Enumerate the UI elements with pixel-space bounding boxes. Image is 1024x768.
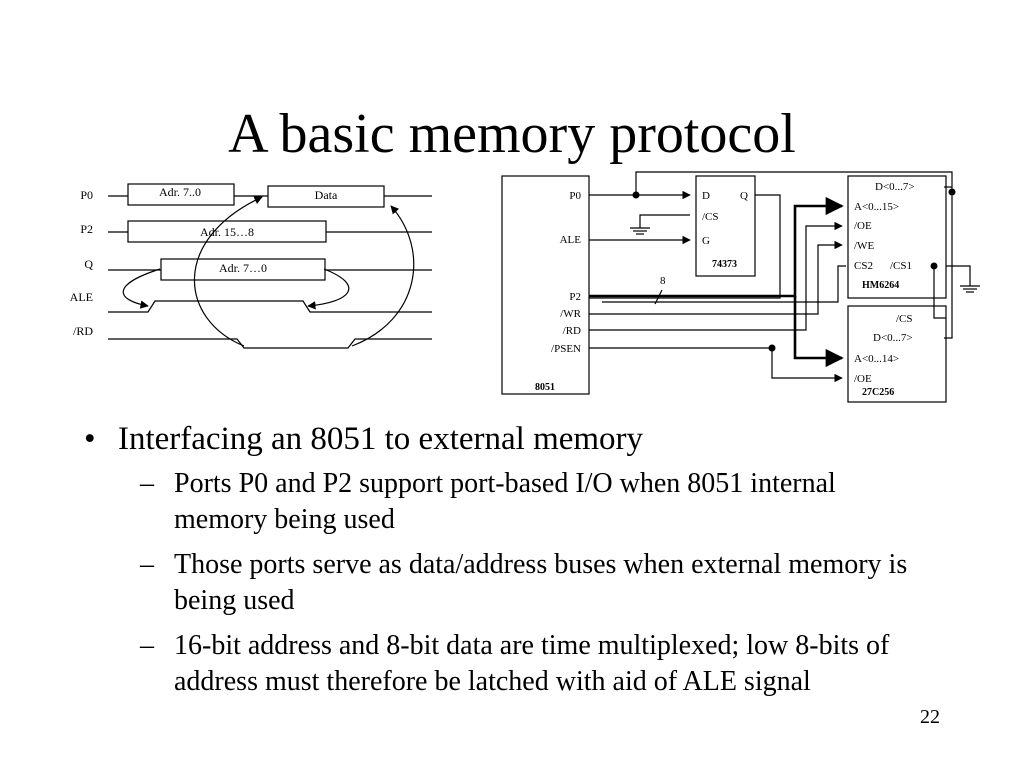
wire-address-to-ram <box>589 196 844 298</box>
pin-8051-p2: P2 <box>569 291 581 303</box>
pin-8051-psen: /PSEN <box>551 343 581 355</box>
pin-ram-address: A<0...15> <box>854 201 899 213</box>
signal-label-p0: P0 <box>80 188 93 202</box>
page-number: 22 <box>920 706 940 728</box>
timing-diagram <box>108 183 432 349</box>
pin-ram-oe: /OE <box>854 220 872 232</box>
chip-74373 <box>695 175 756 277</box>
bullet-list: • Interfacing an 8051 to external memory… <box>84 420 944 709</box>
chip-label-8051: 8051 <box>535 382 555 393</box>
pin-ram-data: D<0...7> <box>875 181 915 193</box>
bus-width-label: 8 <box>660 275 666 287</box>
pin-ram-we: /WE <box>854 240 874 252</box>
wire-address-to-rom <box>793 296 844 368</box>
signal-label-rd: /RD <box>73 324 93 338</box>
memory-diagram: P0 P2 Q ALE /RD Adr. 7..0 Data Adr. 15…8… <box>70 171 980 403</box>
sub-bullet-list: – Ports P0 and P2 support port-based I/O… <box>118 466 944 700</box>
pin-latch-q: Q <box>740 190 748 202</box>
sub-bullet-text: Ports P0 and P2 support port-based I/O w… <box>174 468 836 535</box>
p0-data-box <box>267 185 385 208</box>
arrow-rd-to-data-start <box>193 196 263 347</box>
wire-wr-to-we <box>589 240 843 315</box>
sub-bullet-text: 16-bit address and 8-bit data are time m… <box>174 630 890 697</box>
arrow-rd-to-data-end <box>351 205 415 347</box>
p0-address-box <box>127 183 235 206</box>
chip-label-hm6264: HM6264 <box>862 280 899 291</box>
chip-label-27c256: 27C256 <box>862 387 894 398</box>
pin-8051-p0: P0 <box>569 190 581 202</box>
pin-latch-d: D <box>702 190 710 202</box>
arrow-ale-latch-right <box>307 268 350 310</box>
bullet-dot-icon: • <box>84 421 96 457</box>
chip-hm6264 <box>847 175 947 299</box>
pin-rom-address: A<0...14> <box>854 353 899 365</box>
wire-data-bus <box>635 171 953 339</box>
pin-8051-ale: ALE <box>560 234 582 246</box>
junction-dots <box>632 188 956 352</box>
sub-bullet-item: – 16-bit address and 8-bit data are time… <box>130 628 934 700</box>
timing-labels: P0 P2 Q ALE /RD Adr. 7..0 Data Adr. 15…8… <box>70 185 338 338</box>
pin-rom-oe: /OE <box>854 373 872 385</box>
pin-latch-cs: /CS <box>702 211 719 223</box>
signal-label-p2: P2 <box>80 222 93 236</box>
wire-latch-q <box>589 194 781 299</box>
pin-rom-data: D<0...7> <box>873 332 913 344</box>
chip-27c256 <box>847 305 947 403</box>
chip-label-74373: 74373 <box>712 259 737 270</box>
dash-icon: – <box>140 468 154 499</box>
pin-latch-g: G <box>702 235 710 247</box>
signal-label-ale: ALE <box>70 290 93 304</box>
wire-cs2 <box>602 265 846 303</box>
wire-cs1-ground <box>946 265 971 286</box>
chip-8051 <box>501 175 590 395</box>
pin-ram-cs1: /CS1 <box>890 260 912 272</box>
bullet-text: Interfacing an 8051 to external memory <box>118 421 644 457</box>
rd-waveform <box>108 338 432 349</box>
sub-bullet-text: Those ports serve as data/address buses … <box>174 549 908 616</box>
wire-psen-to-rom-oe <box>589 347 843 383</box>
dash-icon: – <box>140 630 154 661</box>
pin-ram-cs2: CS2 <box>854 260 873 272</box>
circuit-labels: P0 ALE P2 /WR /RD /PSEN 8051 D Q /CS G 7… <box>535 181 915 398</box>
dash-icon: – <box>140 549 154 580</box>
p0-address-text: Adr. 7..0 <box>159 185 201 199</box>
pin-rom-cs: /CS <box>896 313 913 325</box>
wire-rd-to-oe <box>589 221 843 331</box>
slide-title: A basic memory protocol <box>228 103 796 165</box>
arrow-ale-latch-left <box>122 268 161 309</box>
pin-8051-rd: /RD <box>563 325 581 337</box>
wire-rom-cs <box>933 266 946 319</box>
sub-bullet-item: – Those ports serve as data/address buse… <box>130 547 934 619</box>
sub-bullet-item: – Ports P0 and P2 support port-based I/O… <box>130 466 934 538</box>
address-bus <box>589 196 844 368</box>
p2-address-box <box>127 220 327 243</box>
p2-address-text: Adr. 15…8 <box>200 225 254 239</box>
q-address-text: Adr. 7…0 <box>219 261 267 275</box>
signal-label-q: Q <box>84 257 93 271</box>
p0-data-text: Data <box>315 188 338 202</box>
bullet-item: • Interfacing an 8051 to external memory… <box>84 420 944 700</box>
circuit-wiring <box>501 171 980 403</box>
pin-8051-wr: /WR <box>560 308 581 320</box>
wire-latch-cs-ground <box>639 214 690 228</box>
ale-waveform <box>108 300 432 313</box>
